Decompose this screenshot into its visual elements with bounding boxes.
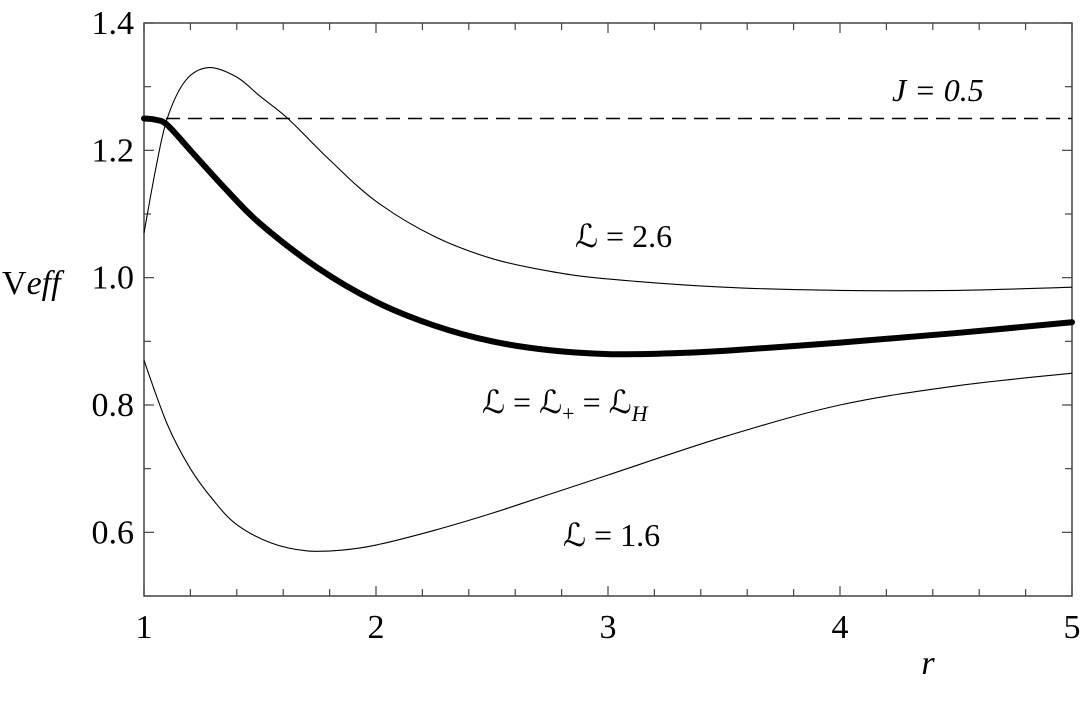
annotation-l-1-6: ℒ = 1.6	[563, 517, 660, 553]
curve-thin	[143, 360, 1073, 552]
x-tick-label: 2	[368, 609, 385, 646]
y-tick-label: 1.4	[92, 5, 135, 42]
y-tick-label: 0.6	[92, 514, 135, 551]
y-tick-label: 1.2	[92, 132, 135, 169]
x-tick-label: 5	[1064, 609, 1081, 646]
plot-curves	[141, 67, 1075, 552]
x-tick-label: 3	[600, 609, 617, 646]
y-tick-label: 1.0	[92, 260, 135, 297]
y-tick-label: 0.8	[92, 387, 135, 424]
annotation-l-2-6: ℒ = 2.6	[575, 218, 672, 254]
y-tick-labels: 0.6 0.8 1.0 1.2 1.4	[92, 5, 135, 551]
axis-ticks	[143, 22, 1073, 597]
plot-frame	[143, 22, 1073, 597]
curve-bold	[141, 115, 1075, 358]
x-tick-labels: 1 2 3 4 5	[136, 609, 1081, 646]
x-tick-label: 4	[832, 609, 849, 646]
curve-thin	[143, 67, 1073, 292]
annotation-l-h: ℒ = ℒ+ = ℒH	[482, 384, 649, 426]
x-tick-label: 1	[136, 609, 153, 646]
y-axis-label: Veff	[2, 265, 65, 302]
x-axis-label: r	[921, 645, 935, 682]
annotation-j: J = 0.5	[892, 72, 984, 108]
